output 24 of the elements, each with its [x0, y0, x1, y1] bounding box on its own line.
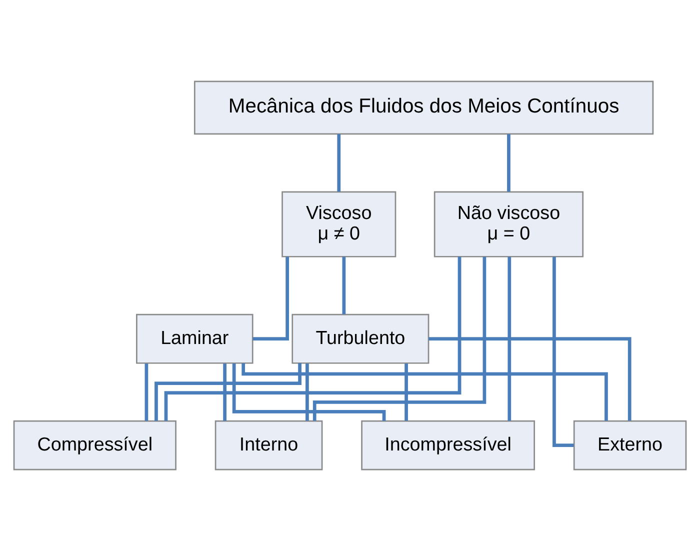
connector [232, 363, 386, 420]
connector [164, 256, 462, 420]
node-box: Externo [573, 420, 687, 470]
connector [252, 256, 289, 340]
node-box: Laminar [136, 313, 254, 364]
connector [144, 363, 148, 420]
node-box: Turbulento [292, 313, 430, 364]
node-box: Mecânica dos Fluidos dos Meios Contínuos [194, 80, 654, 134]
connector [312, 256, 486, 420]
node-box: Compressível [13, 420, 176, 470]
connector [428, 336, 632, 420]
connector [342, 256, 346, 314]
node-box: Não viscoso μ = 0 [434, 190, 584, 257]
node-box: Viscoso μ ≠ 0 [282, 190, 396, 257]
connector [337, 134, 341, 192]
connector [154, 362, 302, 420]
connector [242, 362, 608, 420]
node-box: Interno [214, 420, 323, 470]
connector [508, 256, 512, 420]
connector [404, 363, 408, 420]
connector [507, 134, 510, 192]
connector [306, 363, 309, 420]
node-box: Incompressível [361, 420, 535, 470]
connector [223, 363, 226, 420]
